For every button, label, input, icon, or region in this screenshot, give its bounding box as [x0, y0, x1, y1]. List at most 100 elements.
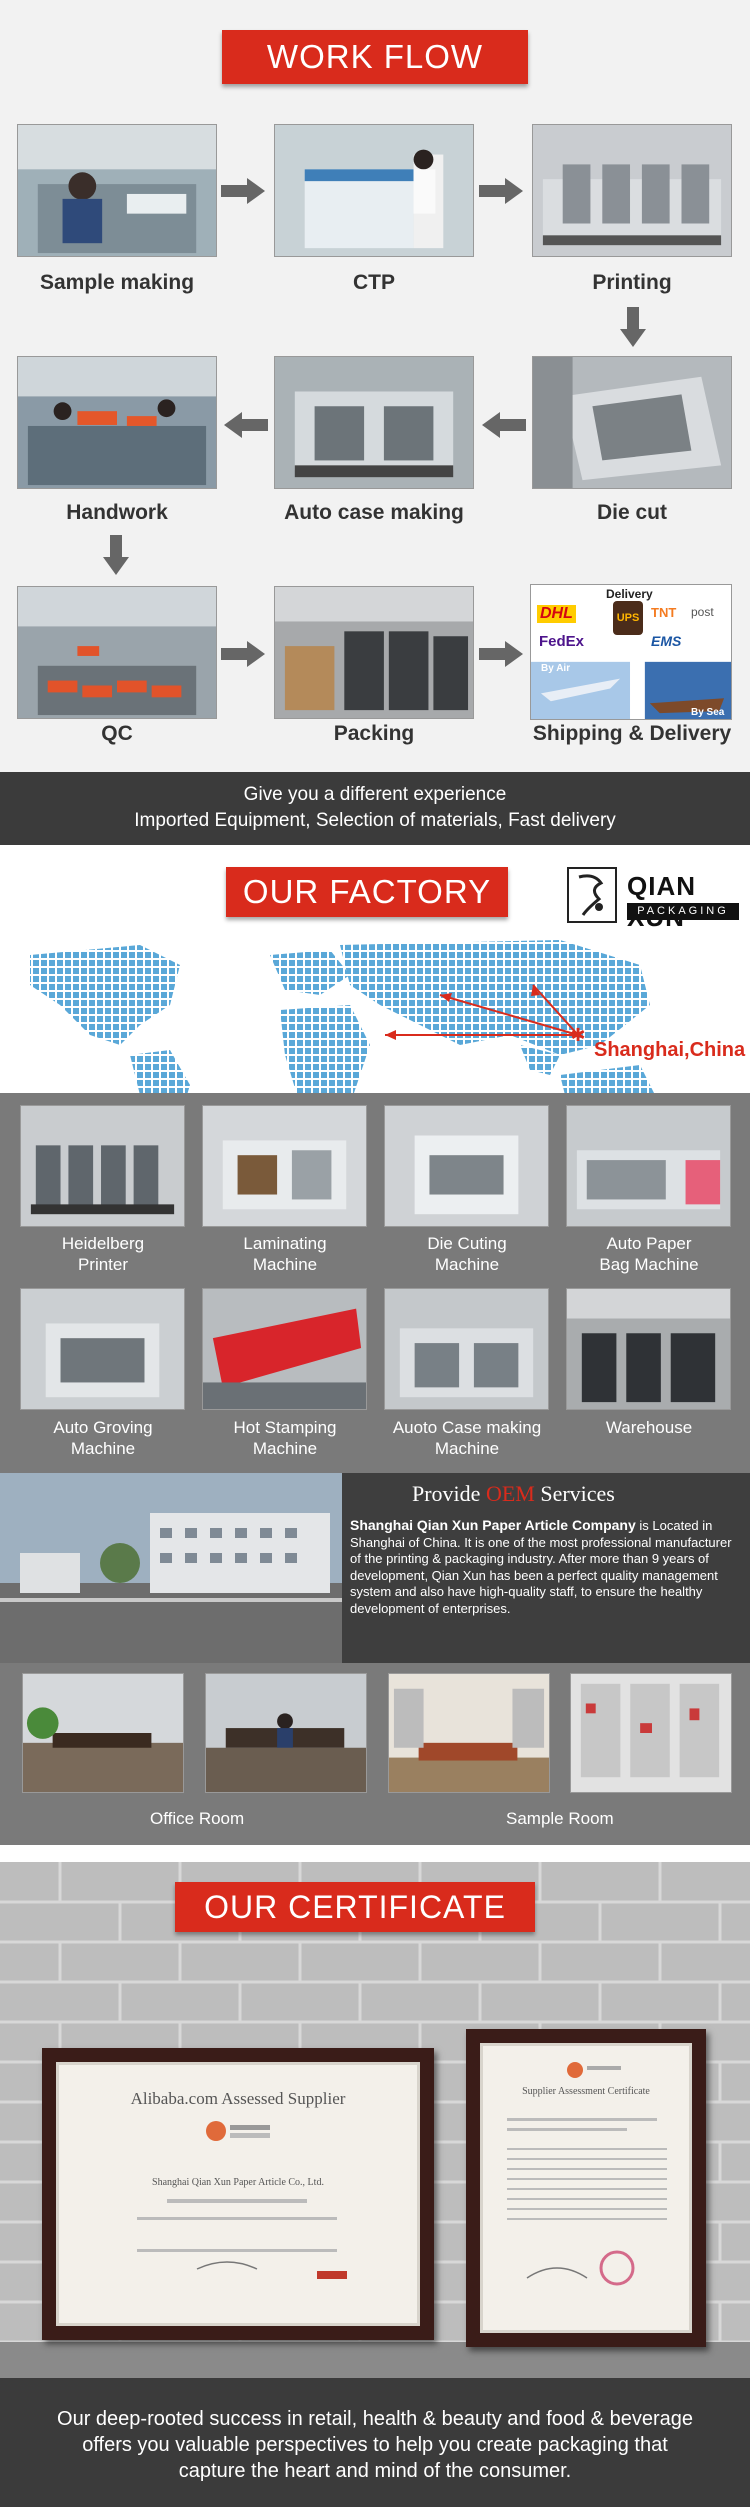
tagline: Give you a different experience	[243, 784, 507, 805]
machine-label-line: Machine	[434, 1255, 500, 1274]
office-room-label: Office Room	[150, 1809, 245, 1828]
company-logo: QIAN XUN PACKAGING	[567, 867, 739, 932]
sample-room-photo-1	[388, 1673, 550, 1793]
qc-photo	[17, 586, 217, 719]
by-air-label: By Air	[541, 663, 571, 674]
oem-services-panel: Provide OEM Services Shanghai Qian Xun P…	[0, 1473, 750, 1663]
die-cut-photo	[532, 356, 732, 489]
closing-text: Our deep-rooted success in retail, healt…	[57, 2408, 693, 2482]
laminating-machine-photo	[202, 1105, 367, 1227]
machine-label-line: Machine	[252, 1255, 318, 1274]
flow-arrow-8	[479, 641, 523, 667]
ems-logo: EMS	[651, 633, 682, 649]
fedex-logo: FedEx	[539, 633, 585, 650]
by-sea-label: By Sea	[691, 707, 725, 718]
machine-label-line: Machine	[70, 1439, 136, 1458]
machine-label-line: Auoto Case making	[392, 1418, 542, 1437]
step-label-sample-making: Sample making	[39, 271, 195, 294]
experience-banner: Give you a different experience Imported…	[0, 772, 750, 845]
machine-label-line: Auto Groving	[53, 1418, 153, 1437]
step-label-shipping-delivery: Shipping & Delivery	[532, 722, 732, 745]
post-logo: post	[691, 605, 714, 619]
heidelberg-printer-photo	[20, 1105, 185, 1227]
step-label-qc: QC	[101, 722, 133, 745]
oem-heading: Provide OEM Services	[412, 1481, 615, 1507]
certificate-title: OUR CERTIFICATE	[175, 1882, 535, 1932]
machine-label-line: Laminating	[243, 1234, 327, 1253]
printing-photo	[532, 124, 732, 257]
assessment-seal-icon	[567, 2062, 621, 2078]
shipping-delivery-photo: Delivery DHL UPS TNT post FedEx EMS By A…	[530, 584, 732, 720]
flow-arrow-4	[482, 412, 526, 438]
flow-arrow-6	[103, 535, 129, 575]
machine-label-line: Auto Paper	[606, 1234, 692, 1253]
assessed-supplier-certificate: Alibaba.com Assessed Supplier Shanghai Q…	[42, 2048, 434, 2340]
flow-arrow-3	[620, 307, 646, 347]
certificate-1-body-lines	[137, 2199, 347, 2279]
auto-case-making-photo	[274, 356, 474, 489]
office-sample-panel: Office Room Sample Room	[0, 1663, 750, 1845]
machine-label-line: Bag Machine	[599, 1255, 699, 1274]
handwork-photo	[17, 356, 217, 489]
flow-arrow-1	[221, 178, 265, 204]
machine-label-line: Hot Stamping	[233, 1418, 337, 1437]
warehouse-photo	[566, 1288, 731, 1410]
office-room-photo-1	[22, 1673, 184, 1793]
machine-label-line: Printer	[77, 1255, 129, 1274]
company-description-text: is Located in Shanghai of China. It is o…	[350, 1518, 732, 1616]
tnt-logo: TNT	[651, 605, 677, 620]
delivery-label: Delivery	[606, 587, 653, 601]
oem-suffix: Services	[540, 1481, 615, 1506]
dhl-logo: DHL	[537, 605, 576, 623]
workflow-title: WORK FLOW	[222, 30, 528, 84]
machine-label-line: Die Cuting	[427, 1234, 507, 1253]
hot-stamping-machine-photo	[202, 1288, 367, 1410]
oem-text-block: Provide OEM Services Shanghai Qian Xun P…	[342, 1473, 750, 1663]
tagline-features: Imported Equipment, Selection of materia…	[134, 810, 616, 831]
flow-arrow-5	[224, 412, 268, 438]
step-label-ctp: CTP	[353, 271, 395, 294]
office-room-photo-2	[205, 1673, 367, 1793]
machine-label-warehouse: Warehouse	[564, 1417, 734, 1438]
step-label-printing: Printing	[592, 271, 672, 294]
step-label-packing: Packing	[333, 722, 415, 745]
flow-arrow-2	[479, 178, 523, 204]
certificate-2-body-lines	[507, 2118, 667, 2286]
assessment-certificate: Supplier Assessment Certificate	[466, 2029, 706, 2347]
certificate-paper: Supplier Assessment Certificate	[480, 2043, 692, 2333]
logo-subtitle: PACKAGING	[627, 903, 739, 920]
certificate-paper: Alibaba.com Assessed Supplier Shanghai Q…	[56, 2062, 420, 2326]
ctp-photo	[274, 124, 474, 257]
auto-paper-bag-machine-photo	[566, 1105, 731, 1227]
company-name: Shanghai Qian Xun Paper Article Company	[350, 1517, 636, 1533]
company-description: Shanghai Qian Xun Paper Article Company …	[350, 1517, 742, 1617]
step-label-handwork: Handwork	[66, 501, 168, 524]
auto-groving-machine-photo	[20, 1288, 185, 1410]
workflow-section: WORK FLOW Sample making CTP Printing Han…	[0, 0, 750, 772]
machine-label-line: Machine	[434, 1439, 500, 1458]
sample-making-photo	[17, 124, 217, 257]
sample-room-label: Sample Room	[506, 1809, 614, 1828]
sample-room-photo-2	[570, 1673, 732, 1793]
supplier-assessment-seal-icon	[206, 2121, 270, 2141]
factory-title: OUR FACTORY	[226, 867, 508, 917]
certificate-2-heading: Supplier Assessment Certificate	[522, 2086, 650, 2097]
location-label: Shanghai,China	[594, 1039, 746, 1061]
oem-highlight: OEM	[485, 1481, 535, 1506]
machine-label-line: Machine	[252, 1439, 318, 1458]
logo-mark-icon	[567, 867, 617, 923]
machine-label-line: Heidelberg	[61, 1234, 145, 1253]
oem-prefix: Provide	[412, 1481, 481, 1506]
closing-statement: Our deep-rooted success in retail, healt…	[0, 2378, 750, 2507]
certificate-1-company: Shanghai Qian Xun Paper Article Co., Ltd…	[152, 2177, 324, 2188]
svg-text:✱: ✱	[570, 1025, 585, 1045]
